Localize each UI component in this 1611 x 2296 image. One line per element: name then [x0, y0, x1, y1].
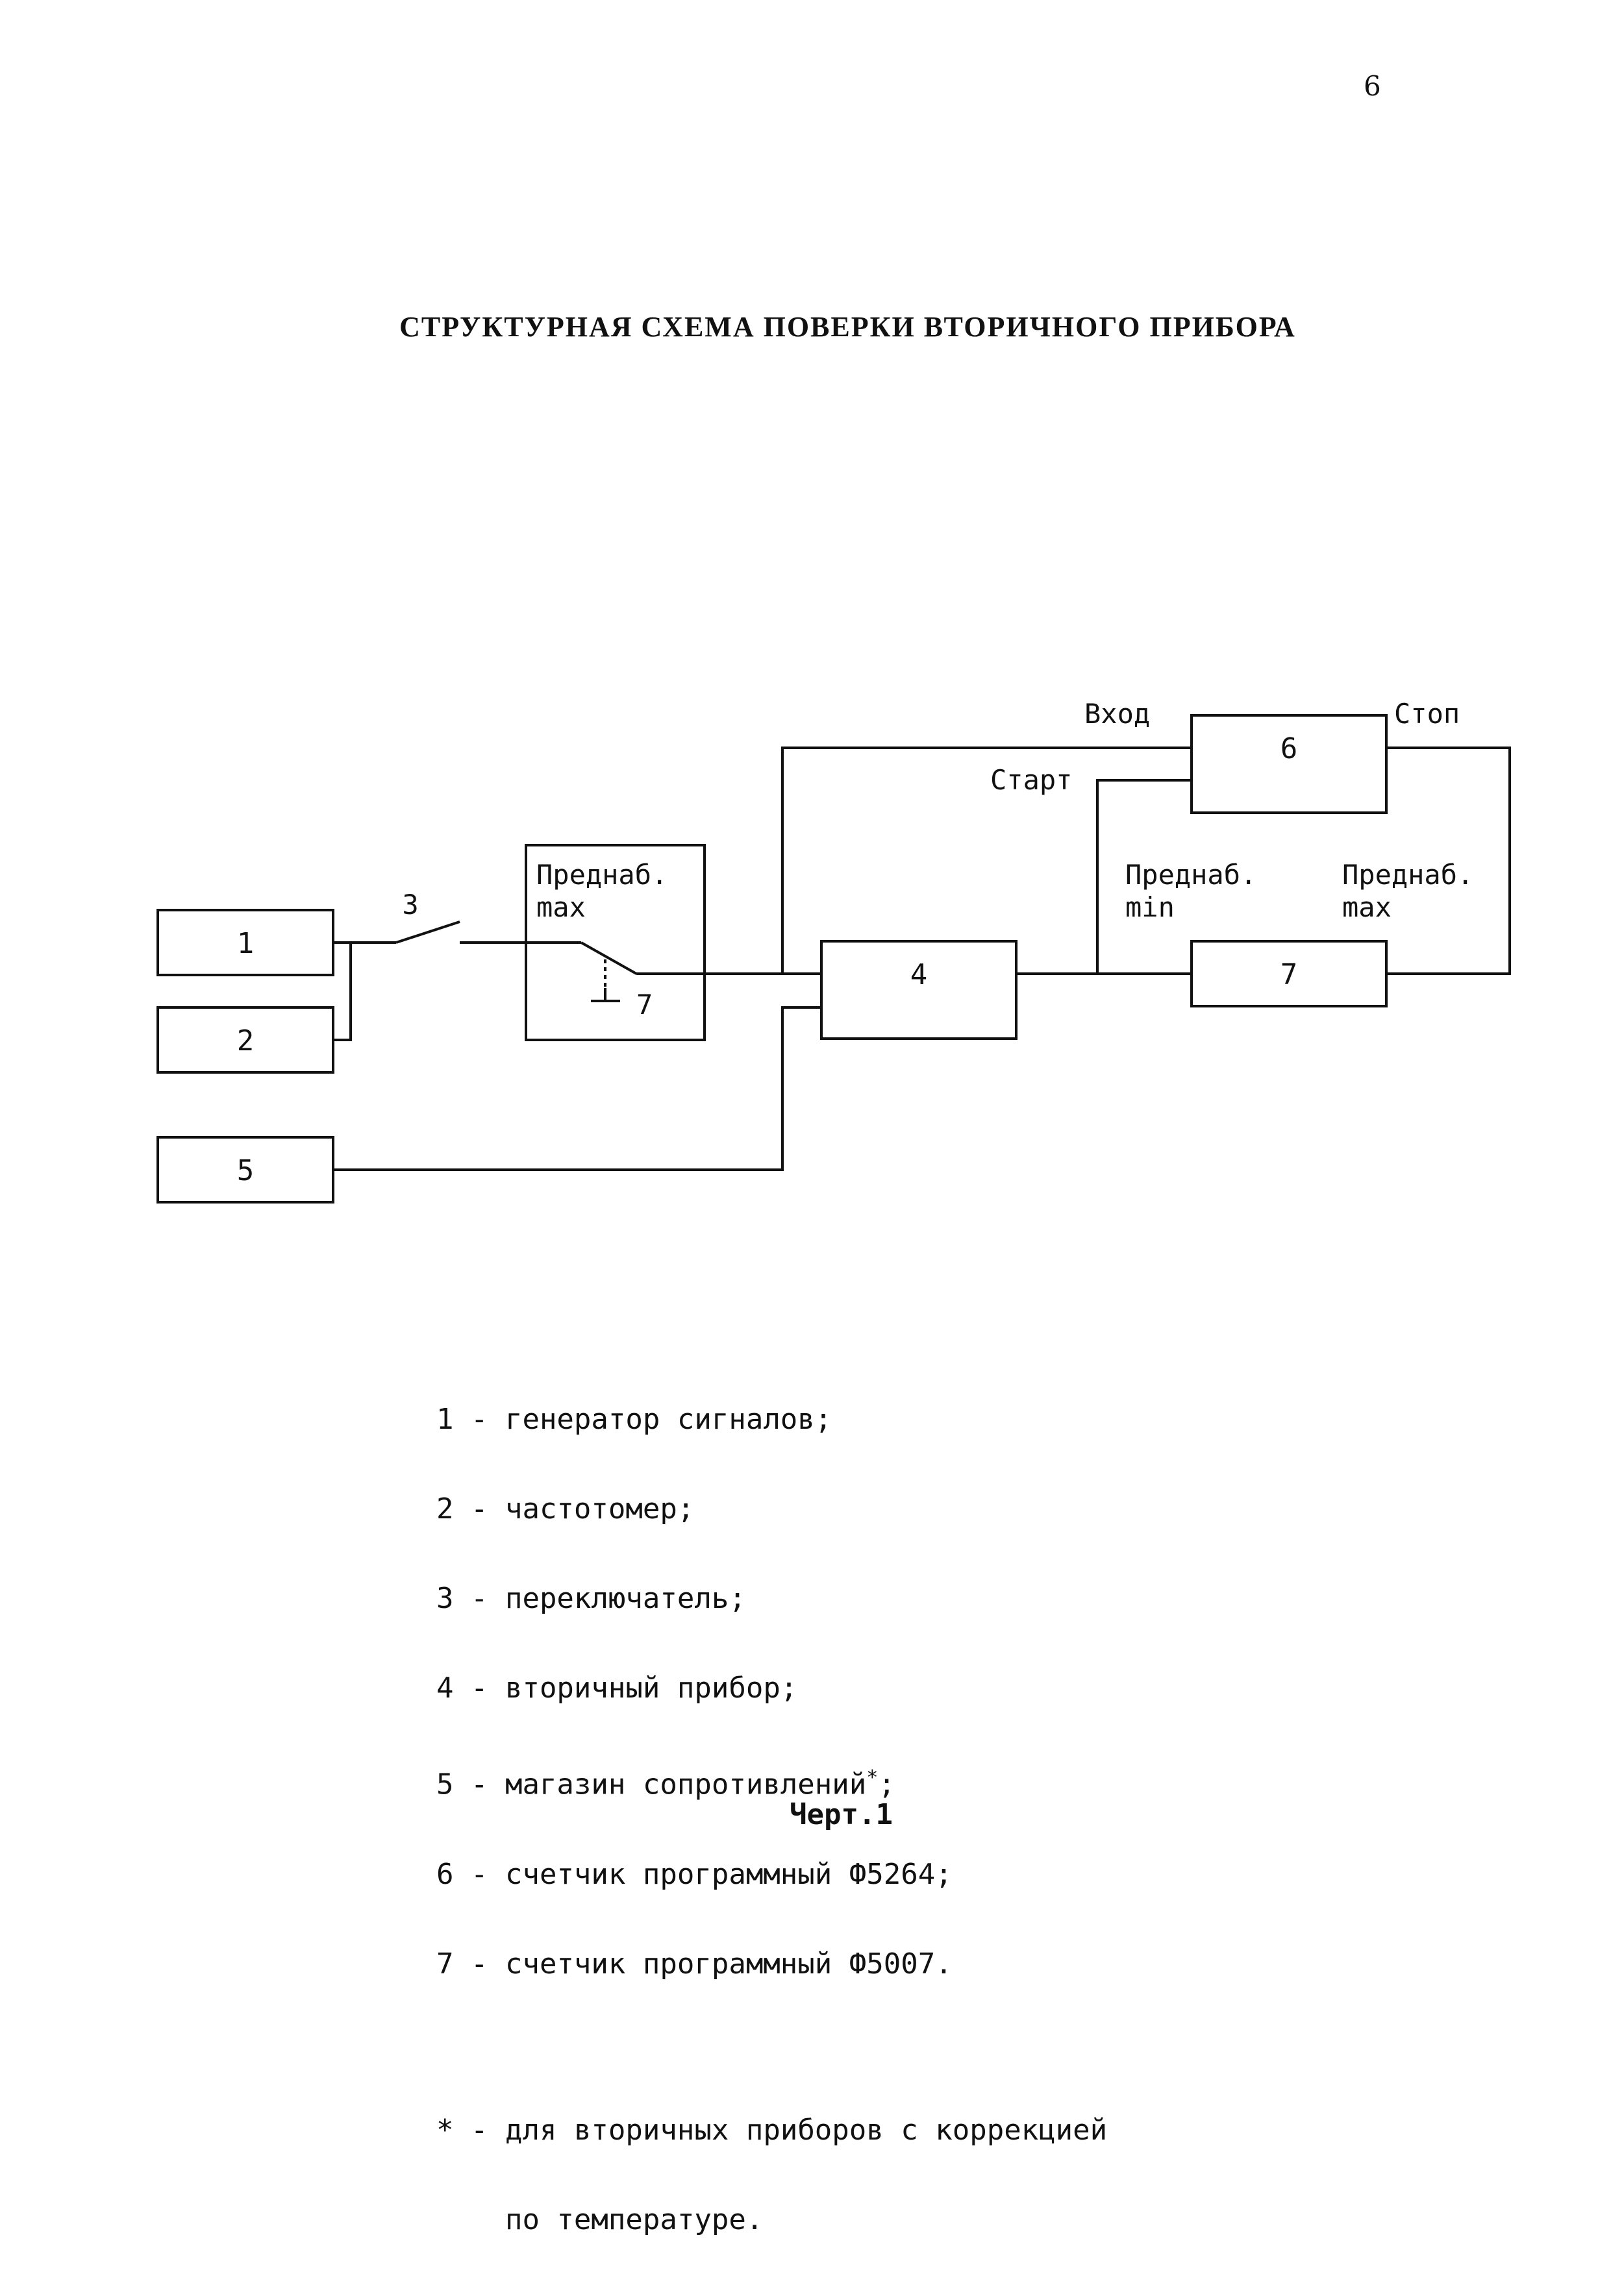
legend-item-5-text: 5 - магазин сопротивлений: [436, 1768, 867, 1801]
wire-block5-to-block4: [333, 1006, 821, 1171]
block-5-label: 5: [237, 1154, 255, 1187]
label-vhod: Вход: [1084, 698, 1150, 730]
label-stop: Стоп: [1394, 698, 1460, 730]
wire-to-block6-input: [781, 747, 1192, 974]
presel-box-number: 7: [636, 989, 653, 1020]
block-1-label: 1: [237, 927, 255, 960]
footnote-text-1: - для вторичных приборов с коррекцией: [471, 2113, 1108, 2147]
wire-stop: [1386, 747, 1511, 975]
wire-block1-to-switch: [333, 941, 352, 1041]
legend-gap: [436, 2039, 1410, 2056]
switch-3-blade: [395, 920, 460, 944]
presel-max-line1: Преднаб.: [1342, 859, 1473, 891]
presel-min-line2: min: [1125, 891, 1175, 923]
legend-item-5: 5 - магазин сопротивлений*;: [436, 1763, 1410, 1800]
presel-max-line2: max: [1342, 891, 1392, 923]
legend-item-5-asterisk: *: [866, 1766, 879, 1789]
wire-start: [1096, 779, 1192, 974]
legend-item: 2 - частотомер;: [436, 1492, 695, 1525]
label-start: Старт: [990, 764, 1072, 796]
legend-item: 6 - счетчик программный Ф5264;: [436, 1857, 953, 1891]
footnote-line1: * - для вторичных приборов с коррекцией: [436, 2113, 1410, 2147]
block-6-label: 6: [1280, 732, 1298, 765]
switch-3-label: 3: [402, 889, 418, 920]
legend-item: 1 - генератор сигналов;: [436, 1403, 832, 1436]
block-4-secondary-device: [820, 940, 1018, 1040]
presel-min-line1: Преднаб.: [1125, 859, 1256, 891]
presel-contact-blade: [581, 941, 637, 975]
block-4-label: 4: [910, 958, 928, 991]
legend-item: 4 - вторичный прибор;: [436, 1672, 798, 1705]
footnote-mark: *: [436, 2113, 454, 2147]
presel-box-line1: Преднаб.: [536, 859, 668, 891]
diagram-title: СТРУКТУРНАЯ СХЕМА ПОВЕРКИ ВТОРИЧНОГО ПРИ…: [399, 311, 1296, 343]
presel-box-line2: max: [536, 891, 586, 923]
footnote-line2: по температуре.: [436, 2203, 1410, 2236]
legend: 1 - генератор сигналов; 2 - частотомер; …: [436, 1345, 1410, 2295]
legend-item: 3 - переключатель;: [436, 1582, 746, 1615]
figure-caption: Черт.1: [790, 1798, 893, 1831]
legend-item-5-suffix: ;: [878, 1768, 895, 1801]
block-7-label: 7: [1280, 958, 1298, 991]
block-2-label: 2: [237, 1024, 255, 1057]
footnote-text-2: по температуре.: [470, 2203, 764, 2236]
legend-item: 7 - счетчик программный Ф5007.: [436, 1947, 953, 1981]
page-number: 6: [1364, 70, 1381, 102]
block-6-counter-f5264: [1190, 714, 1388, 814]
